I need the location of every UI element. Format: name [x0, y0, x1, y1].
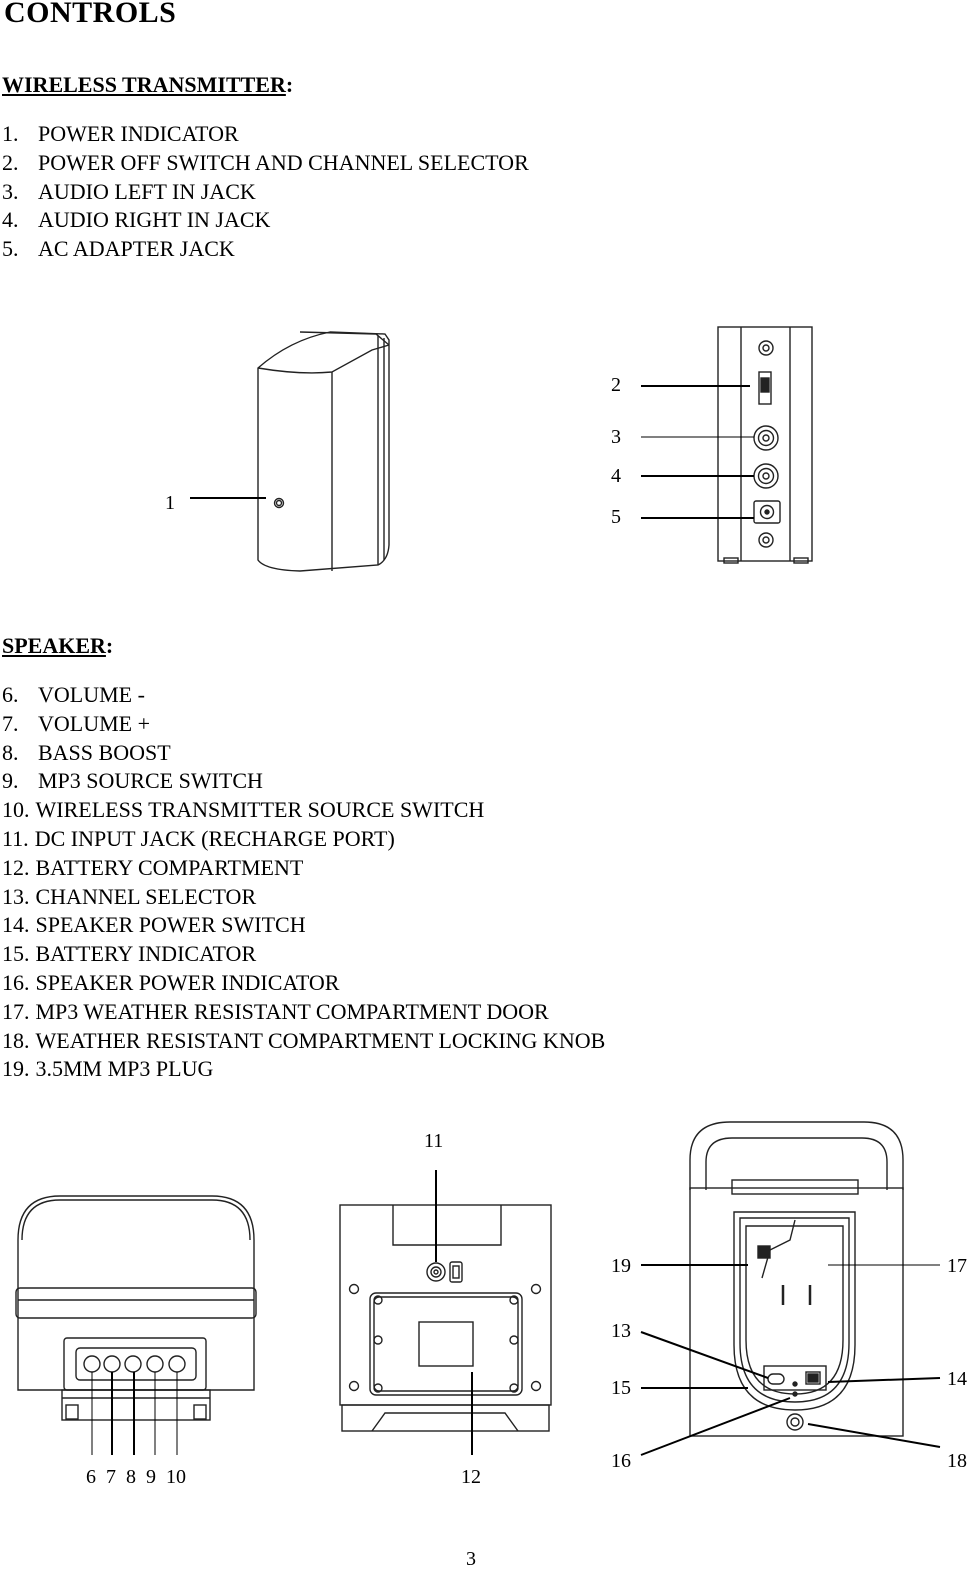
callout-17: 17	[947, 1255, 967, 1277]
item-number: 7.	[2, 710, 19, 736]
callout-19: 19	[611, 1255, 631, 1277]
item-label: CHANNEL SELECTOR	[35, 883, 257, 909]
item-label: BATTERY COMPARTMENT	[35, 854, 304, 880]
list-item: 10.WIRELESS TRANSMITTER SOURCE SWITCH	[2, 796, 605, 825]
transmitter-list: 1. POWER INDICATOR 2. POWER OFF SWITCH AND…	[2, 120, 529, 264]
speaker-list: 6. VOLUME - 7. VOLUME + 8. BASS BOOST 9. MP3…	[2, 681, 605, 1084]
list-item: 6. VOLUME -	[2, 681, 605, 710]
item-label: SPEAKER POWER SWITCH	[35, 912, 306, 938]
item-number: 11.	[2, 825, 29, 851]
item-number: 5.	[2, 236, 19, 262]
list-item: 18.WEATHER RESISTANT COMPARTMENT LOCKING…	[2, 1027, 605, 1056]
list-item: 13.CHANNEL SELECTOR	[2, 883, 605, 912]
list-item: 11.DC INPUT JACK (RECHARGE PORT)	[2, 825, 605, 854]
item-number: 4.	[2, 207, 19, 233]
item-label: AC ADAPTER JACK	[38, 236, 235, 262]
item-label: BATTERY INDICATOR	[35, 941, 257, 967]
callout-1: 1	[165, 492, 175, 514]
list-item: 4. AUDIO RIGHT IN JACK	[2, 206, 529, 235]
list-item: 2. POWER OFF SWITCH AND CHANNEL SELECTOR	[2, 149, 529, 178]
callout-11: 11	[424, 1130, 444, 1152]
back-view-leaders	[640, 1264, 941, 1456]
callout-3: 3	[611, 426, 621, 448]
list-item: 3. AUDIO LEFT IN JACK	[2, 178, 529, 207]
callout-5: 5	[611, 506, 621, 528]
item-number: 17.	[2, 998, 30, 1024]
item-number: 15.	[2, 941, 30, 967]
callout-15: 15	[611, 1377, 631, 1399]
bottom-view-leaders	[435, 1170, 473, 1455]
list-item: 1. POWER INDICATOR	[2, 120, 529, 149]
speaker-top-view	[15, 1195, 257, 1421]
callout-14: 14	[947, 1368, 967, 1390]
item-number: 13.	[2, 883, 30, 909]
list-item: 15.BATTERY INDICATOR	[2, 940, 605, 969]
callout-16: 16	[611, 1450, 631, 1472]
list-item: 12.BATTERY COMPARTMENT	[2, 854, 605, 883]
callout-12: 12	[461, 1466, 481, 1488]
speaker-bottom-view	[339, 1204, 552, 1432]
item-label: VOLUME +	[38, 710, 151, 736]
callout-2: 2	[611, 374, 621, 396]
transmitter-heading-text: WIRELESS TRANSMITTER	[2, 72, 286, 97]
speaker-heading-colon: :	[105, 633, 114, 658]
callout-6-10: 6 7 8 9 10	[86, 1466, 186, 1488]
item-number: 9.	[2, 768, 19, 794]
transmitter-heading-colon: :	[285, 72, 294, 97]
callout-18: 18	[947, 1450, 967, 1472]
list-item: 19.3.5MM MP3 PLUG	[2, 1055, 605, 1084]
item-number: 18.	[2, 1027, 30, 1053]
item-label: DC INPUT JACK (RECHARGE PORT)	[34, 825, 395, 851]
list-item: 16.SPEAKER POWER INDICATOR	[2, 969, 605, 998]
item-label: VOLUME -	[38, 682, 145, 707]
volume-leaders	[91, 1372, 178, 1455]
transmitter-heading: WIRELESS TRANSMITTER:	[2, 72, 293, 98]
item-label: MP3 SOURCE SWITCH	[38, 768, 263, 794]
transmitter-leaders	[641, 385, 754, 519]
item-label: POWER INDICATOR	[38, 121, 239, 146]
item-label: AUDIO LEFT IN JACK	[38, 178, 256, 204]
item-label: WIRELESS TRANSMITTER SOURCE SWITCH	[35, 797, 485, 823]
item-label: BASS BOOST	[38, 739, 171, 765]
transmitter-back-panel	[717, 326, 813, 564]
list-item: 17.MP3 WEATHER RESISTANT COMPARTMENT DOO…	[2, 998, 605, 1027]
item-label: SPEAKER POWER INDICATOR	[35, 969, 340, 995]
item-number: 1.	[2, 121, 19, 146]
list-item: 14.SPEAKER POWER SWITCH	[2, 911, 605, 940]
speaker-heading: SPEAKER:	[2, 633, 113, 659]
callout-4: 4	[611, 465, 621, 487]
item-number: 2.	[2, 149, 19, 175]
item-number: 16.	[2, 969, 30, 995]
item-number: 14.	[2, 912, 30, 938]
item-label: AUDIO RIGHT IN JACK	[38, 207, 271, 233]
item-number: 10.	[2, 797, 30, 823]
item-number: 19.	[2, 1056, 30, 1082]
list-item: 5. AC ADAPTER JACK	[2, 235, 529, 264]
page-number: 3	[466, 1548, 476, 1570]
list-item: 7. VOLUME +	[2, 710, 605, 739]
item-label: 3.5MM MP3 PLUG	[35, 1056, 214, 1082]
item-label: MP3 WEATHER RESISTANT COMPARTMENT DOOR	[35, 998, 549, 1024]
callout-13: 13	[611, 1320, 631, 1342]
item-label: POWER OFF SWITCH AND CHANNEL SELECTOR	[38, 149, 529, 175]
item-number: 6.	[2, 682, 19, 707]
item-label: WEATHER RESISTANT COMPARTMENT LOCKING KN…	[35, 1027, 606, 1053]
item-number: 8.	[2, 739, 19, 765]
speaker-heading-text: SPEAKER	[2, 633, 106, 658]
speaker-back-view	[689, 1121, 904, 1437]
page-title: CONTROLS	[4, 0, 177, 29]
transmitter-front-view	[257, 331, 390, 572]
item-number: 3.	[2, 178, 19, 204]
item-number: 12.	[2, 854, 30, 880]
list-item: 9. MP3 SOURCE SWITCH	[2, 767, 605, 796]
list-item: 8. BASS BOOST	[2, 739, 605, 768]
